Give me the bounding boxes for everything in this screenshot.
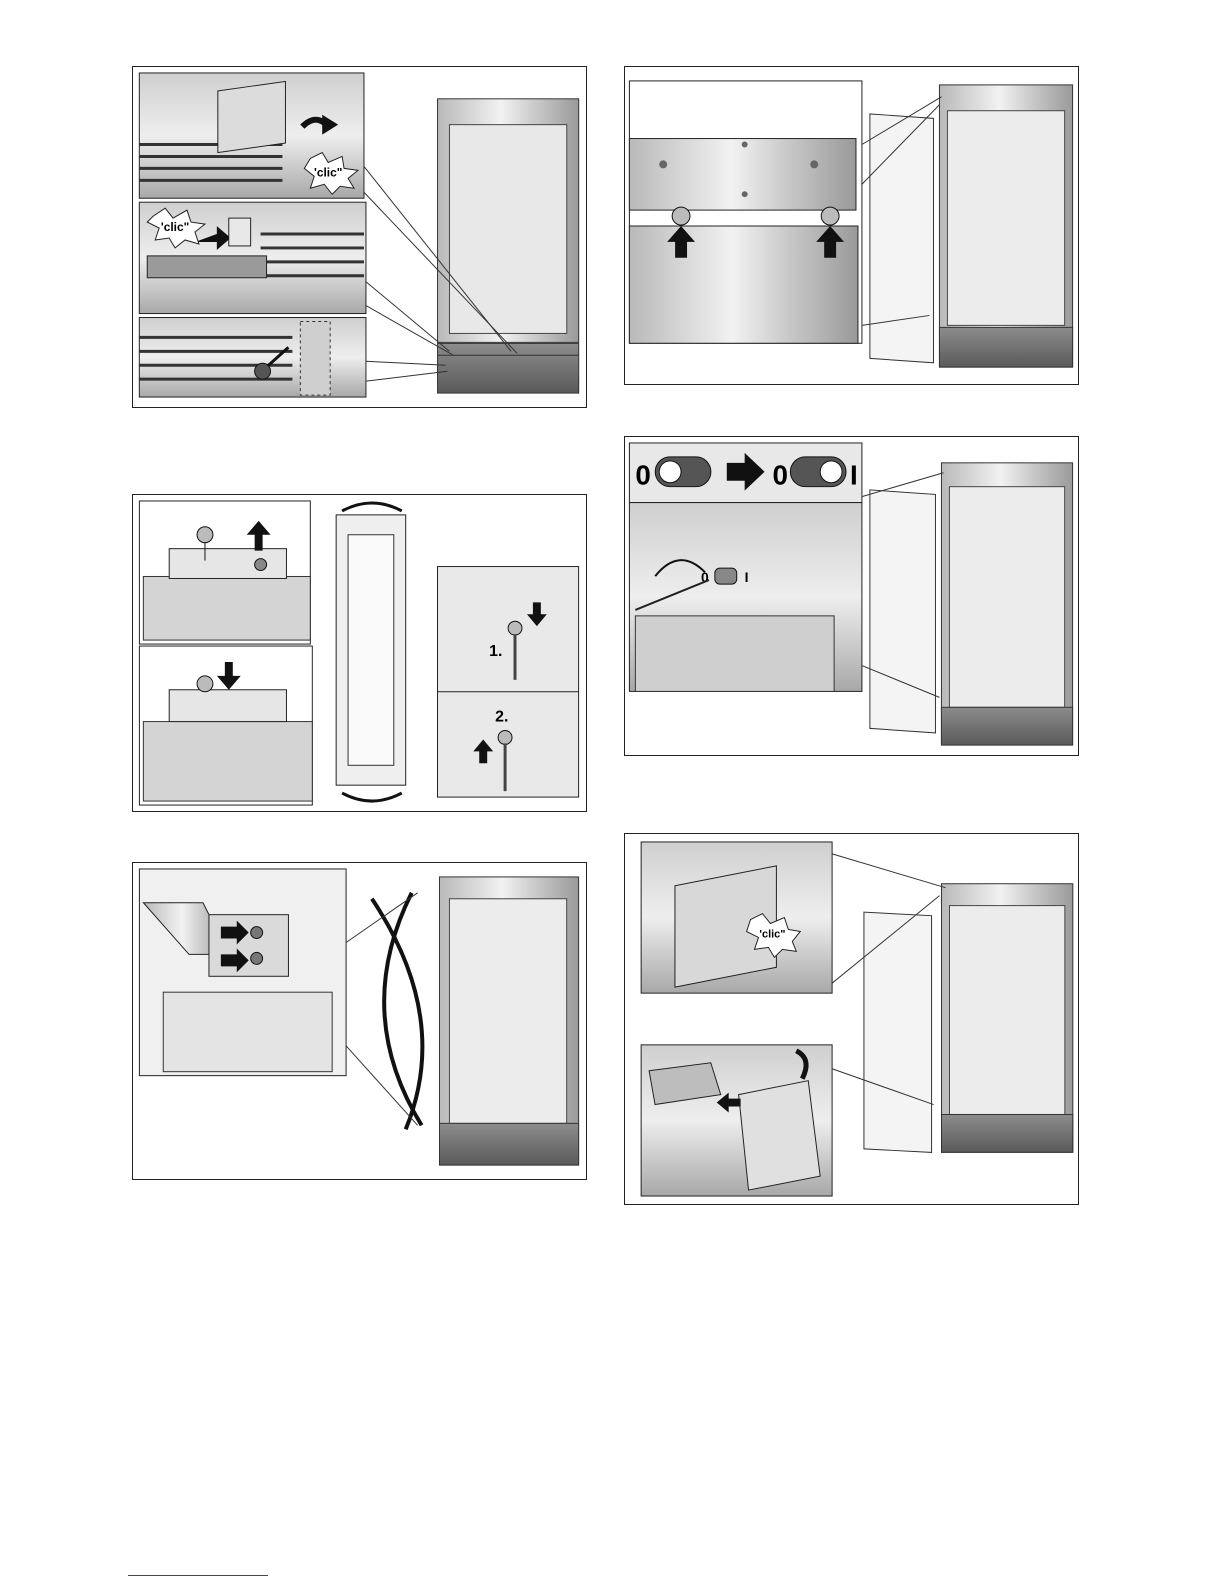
- inset-bottom-cover-fit: [641, 1045, 832, 1196]
- inset-bottom-hinge-fit: [139, 646, 312, 805]
- figure-3-door-hinge-swap: 1. 2.: [132, 494, 587, 812]
- clic-label-2: 'clic": [161, 220, 189, 234]
- step-2-label: 2.: [495, 709, 508, 726]
- figure-4-illustration: 0 0 I 0 I: [625, 437, 1078, 755]
- swap-arrows: [372, 893, 422, 1130]
- inset-top-cover-clip: 'clic": [641, 842, 832, 993]
- appliance-drawing: [438, 99, 579, 393]
- inset-adjust-screw: 0 I: [629, 503, 862, 692]
- figure-2-hinge-plate: [624, 66, 1079, 385]
- switch-right-zero: 0: [772, 460, 787, 491]
- inset-screw-fixing: [139, 318, 366, 398]
- appliance-drawing: [870, 85, 1073, 367]
- inset-hinge-plate-screws: [629, 81, 862, 343]
- switch-right-one: I: [850, 460, 858, 491]
- figure-2-illustration: [625, 67, 1078, 384]
- callout-lines: [346, 893, 418, 1126]
- inset-hinge-bracket-screws: [139, 869, 346, 1076]
- figure-6-cover-caps: 'clic": [624, 833, 1079, 1205]
- figure-3-illustration: 1. 2.: [133, 495, 586, 811]
- clic-label-1: 'clic": [314, 165, 342, 179]
- switch-left-zero: 0: [635, 460, 650, 491]
- inset-top-bracket-clip: 'clic": [139, 73, 364, 198]
- inset-hinge-pin-steps: 1. 2.: [438, 567, 579, 798]
- appliance-drawing: [870, 463, 1073, 745]
- figure-5-illustration: [133, 863, 586, 1179]
- figure-1-install-plinth: 'clic" 'clic": [132, 66, 587, 408]
- slot-one-label: I: [745, 569, 749, 585]
- figure-6-illustration: 'clic": [625, 834, 1078, 1204]
- inset-side-bracket-clip: 'clic": [139, 202, 366, 313]
- footnote-rule: [128, 1575, 268, 1576]
- appliance-drawing: [439, 877, 578, 1165]
- step-1-label: 1.: [489, 643, 502, 660]
- appliance-drawing: [864, 884, 1073, 1153]
- door-panel: [336, 503, 406, 801]
- figure-1-illustration: 'clic" 'clic": [133, 67, 586, 407]
- clic-label-3: 'clic": [759, 928, 785, 940]
- inset-top-hinge-remove: [139, 501, 310, 644]
- switch-position-strip: 0 0 I: [629, 443, 862, 503]
- figure-4-adjust-switch: 0 0 I 0 I: [624, 436, 1079, 756]
- figure-5-reverse-hinges: [132, 862, 587, 1180]
